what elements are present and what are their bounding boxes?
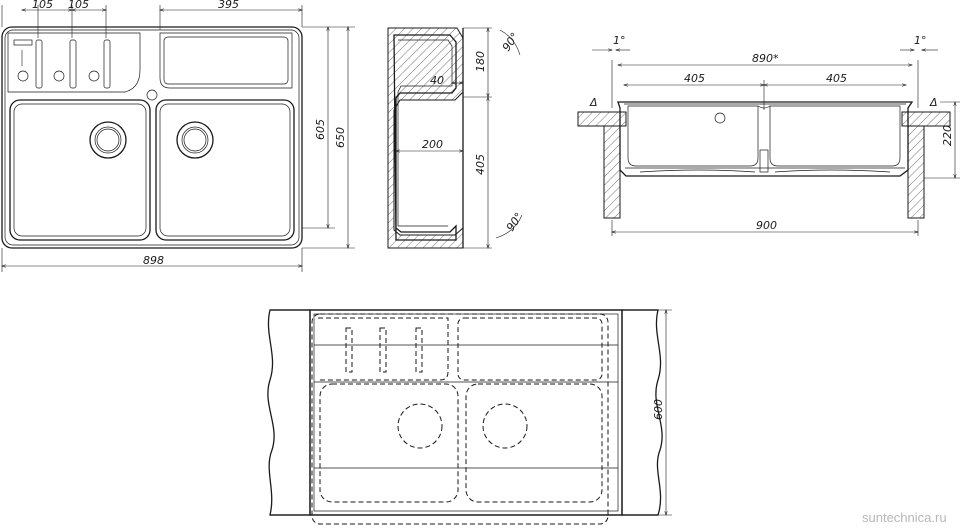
dim-605: 605 [314, 119, 327, 140]
top-view: 105 105 395 605 650 898 [1, 0, 355, 272]
dim-220: 220 [941, 125, 954, 146]
dim-600: 600 [652, 399, 665, 420]
front-bowl-left [627, 105, 759, 167]
dim-180: 180 [474, 51, 487, 72]
tap-hole [146, 89, 158, 101]
dim-405-left: 405 [684, 72, 705, 85]
dim-650: 650 [334, 127, 347, 148]
watermark: suntechnica.ru [862, 510, 947, 525]
countertop-right [901, 111, 951, 127]
small-bowl [159, 32, 293, 89]
angle-90-bottom: 90° [504, 210, 526, 233]
drainer-area [7, 32, 141, 93]
dim-40: 40 [430, 74, 444, 87]
dim-900: 900 [756, 219, 777, 232]
drainer-ribs [13, 39, 111, 89]
dim-395: 395 [218, 0, 239, 11]
left-bowl [9, 99, 151, 241]
install-view: 600 [267, 309, 672, 525]
delta-left: Δ [589, 96, 598, 109]
front-bowl-right [769, 105, 901, 167]
angle-1-left: 1° [613, 34, 626, 47]
dim-105-b: 105 [68, 0, 89, 11]
angle-1-right: 1° [914, 34, 927, 47]
sink-outline [1, 26, 303, 249]
cabinet-wall-left [603, 125, 621, 219]
dim-200: 200 [422, 138, 443, 151]
cabinet-wall-right [907, 125, 925, 219]
right-drain [176, 121, 214, 159]
dim-898: 898 [143, 254, 164, 267]
delta-right: Δ [929, 96, 938, 109]
countertop-left [577, 111, 627, 127]
left-drain [89, 121, 127, 159]
side-section: 180 405 40 200 90° 90° [387, 27, 526, 249]
sink-outline-inner [4, 29, 300, 246]
dim-105-a: 105 [32, 0, 53, 11]
front-section: 890* 405 405 1° 1° Δ Δ 900 220 [577, 34, 960, 236]
right-bowl [155, 99, 295, 241]
dim-890: 890* [752, 52, 779, 65]
hidden-sink-outline [311, 313, 609, 525]
dim-405-right: 405 [826, 72, 847, 85]
dim-405-side: 405 [474, 154, 487, 175]
